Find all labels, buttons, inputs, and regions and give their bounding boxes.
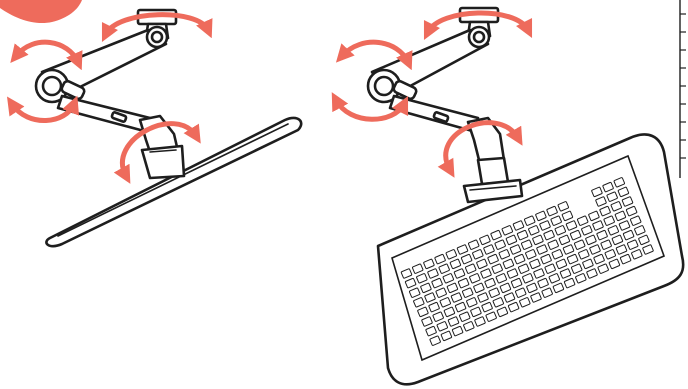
corner-badge-icon — [0, 0, 82, 23]
adjacent-panel-edge — [680, 0, 686, 178]
edge-ticks — [680, 14, 686, 158]
rotation-arrow-icon — [16, 42, 78, 62]
keyboard-arm-panel — [336, 8, 683, 384]
rotation-arrow-icon — [342, 42, 408, 62]
lower-arm — [58, 96, 150, 132]
monitor-arm-panel — [12, 10, 301, 246]
keyboard-tray — [378, 134, 683, 384]
